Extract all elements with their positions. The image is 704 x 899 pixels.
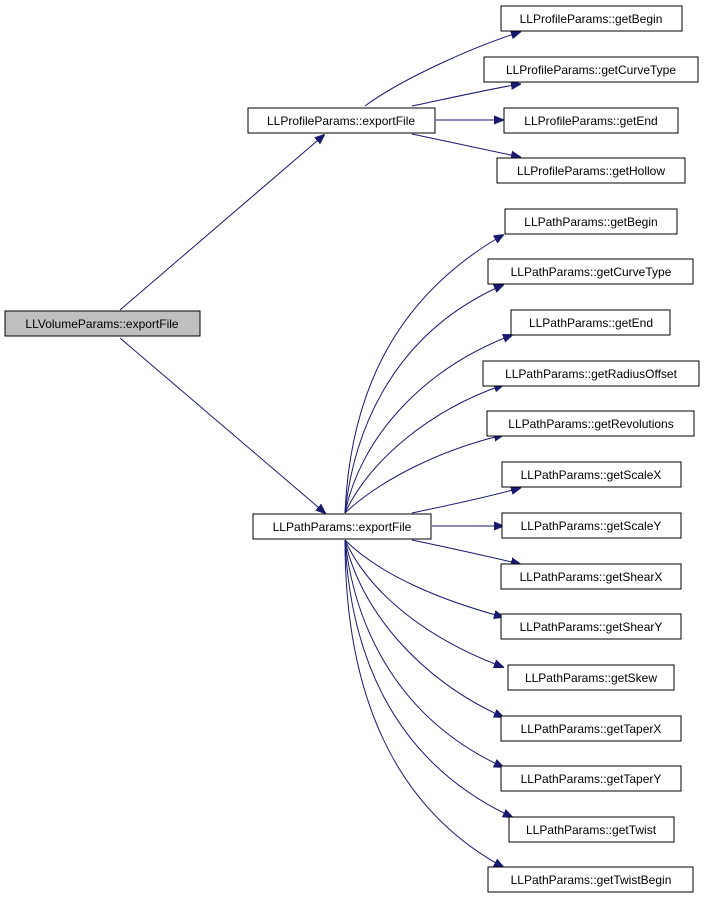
node-box: [510, 309, 671, 336]
node-profile-gethollow[interactable]: LLProfileParams::getHollow: [496, 157, 686, 184]
node-path-getskew[interactable]: LLPathParams::getSkew: [507, 664, 675, 691]
node-path-getbegin[interactable]: LLPathParams::getBegin: [504, 208, 678, 235]
edge-path-getshearx: [411, 539, 520, 564]
node-box: [500, 563, 682, 590]
edge-path-getskew: [344, 539, 503, 667]
node-path-getradiusoffset[interactable]: LLPathParams::getRadiusOffset: [482, 360, 700, 387]
node-label: LLPathParams::getScaleY: [521, 519, 662, 533]
node-label: LLProfileParams::getBegin: [520, 12, 663, 26]
edge-path-gettaperx: [344, 539, 503, 717]
node-path-getsheary[interactable]: LLPathParams::getShearY: [500, 613, 682, 640]
node-label: LLPathParams::exportFile: [273, 520, 412, 534]
node-path-getcurvetype[interactable]: LLPathParams::getCurveType: [487, 258, 694, 285]
node-label: LLPathParams::getTaperX: [521, 722, 662, 736]
edges: [119, 32, 520, 867]
node-label: LLProfileParams::getEnd: [524, 114, 657, 128]
node-path-gettwistbegin[interactable]: LLPathParams::getTwistBegin: [487, 866, 694, 893]
node-path-getscaley[interactable]: LLPathParams::getScaleY: [501, 512, 682, 539]
node-path-getshearx[interactable]: LLPathParams::getShearX: [500, 563, 682, 590]
node-path-getscalex[interactable]: LLPathParams::getScaleX: [501, 461, 682, 488]
node-box: [496, 157, 686, 184]
nodes: LLVolumeParams::exportFile LLProfilePara…: [4, 5, 700, 893]
node-path-gettapery[interactable]: LLPathParams::getTaperY: [500, 765, 682, 792]
node-label: LLPathParams::getTaperY: [521, 772, 662, 786]
node-box: [500, 613, 682, 640]
edge-volume-to-path: [119, 337, 325, 513]
node-path-gettwist[interactable]: LLPathParams::getTwist: [508, 816, 675, 843]
node-box: [487, 866, 694, 893]
node-label: LLPathParams::getTwist: [526, 823, 657, 837]
node-box: [4, 310, 201, 337]
edge-profile-getcurvetype: [411, 84, 520, 107]
node-profile-getbegin[interactable]: LLProfileParams::getBegin: [500, 5, 683, 32]
node-label: LLPathParams::getCurveType: [511, 265, 672, 279]
edge-path-getscalex: [411, 488, 520, 514]
edge-path-getrevolutions: [344, 435, 503, 514]
node-box: [508, 816, 675, 843]
node-root[interactable]: LLVolumeParams::exportFile: [4, 310, 201, 337]
node-box: [504, 208, 678, 235]
node-label: LLPathParams::getRadiusOffset: [505, 367, 678, 381]
node-label: LLPathParams::getShearX: [520, 570, 663, 584]
edge-path-getradiusoffset: [344, 385, 503, 514]
edge-path-gettapery: [344, 539, 503, 767]
node-box: [500, 715, 682, 742]
node-label: LLPathParams::getBegin: [524, 215, 657, 229]
edge-volume-to-profile: [119, 135, 324, 311]
edge-path-getbegin: [344, 235, 503, 514]
node-box: [500, 765, 682, 792]
node-label: LLPathParams::getShearY: [520, 620, 663, 634]
node-label: LLProfileParams::getCurveType: [506, 63, 676, 77]
edge-path-getsheary: [344, 539, 503, 617]
node-label: LLProfileParams::exportFile: [267, 114, 415, 128]
node-box: [501, 512, 682, 539]
node-path-getend[interactable]: LLPathParams::getEnd: [510, 309, 671, 336]
node-path-getrevolutions[interactable]: LLPathParams::getRevolutions: [486, 410, 695, 437]
node-path-gettaperx[interactable]: LLPathParams::getTaperX: [500, 715, 682, 742]
node-box: [487, 258, 694, 285]
node-label: LLPathParams::getRevolutions: [508, 417, 673, 431]
node-profile-exportfile[interactable]: LLProfileParams::exportFile: [247, 107, 436, 134]
edge-path-getend: [344, 335, 512, 514]
node-label: LLProfileParams::getHollow: [517, 164, 665, 178]
node-box: [247, 107, 436, 134]
node-box: [482, 360, 700, 387]
node-box: [483, 56, 699, 83]
node-label: LLVolumeParams::exportFile: [25, 317, 179, 331]
node-path-exportfile[interactable]: LLPathParams::exportFile: [252, 513, 432, 540]
edge-path-gettwist: [344, 539, 512, 817]
node-label: LLPathParams::getTwistBegin: [511, 873, 672, 887]
node-label: LLPathParams::getEnd: [529, 316, 653, 330]
node-box: [252, 513, 432, 540]
node-profile-getend[interactable]: LLProfileParams::getEnd: [503, 107, 679, 134]
node-box: [501, 461, 682, 488]
node-profile-getcurvetype[interactable]: LLProfileParams::getCurveType: [483, 56, 699, 83]
node-label: LLPathParams::getSkew: [525, 671, 657, 685]
edge-path-getcurvetype: [344, 285, 503, 514]
node-box: [507, 664, 675, 691]
node-box: [500, 5, 683, 32]
edge-profile-getbegin: [364, 32, 520, 107]
edge-profile-gethollow: [411, 133, 520, 157]
node-box: [503, 107, 679, 134]
node-label: LLPathParams::getScaleX: [521, 468, 662, 482]
node-box: [486, 410, 695, 437]
edge-path-gettwistbegin: [344, 539, 503, 867]
